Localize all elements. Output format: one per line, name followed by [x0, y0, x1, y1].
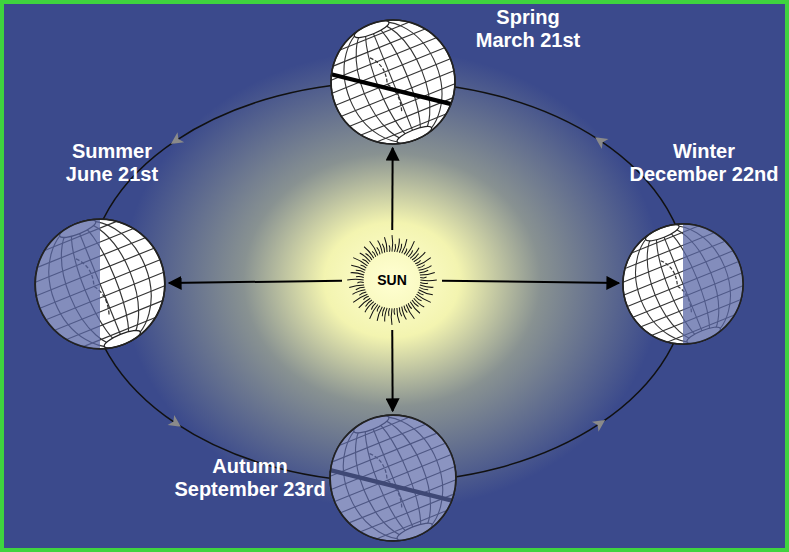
sun-ray-arrow [442, 281, 619, 283]
sun-ray-arrow [169, 281, 342, 283]
season-date: June 21st [66, 163, 158, 186]
season-label: SpringMarch 21st [476, 6, 581, 52]
season-name: Summer [66, 140, 158, 163]
season-date: March 21st [476, 29, 581, 52]
earth-globe: AutumnSeptember 23rd [327, 412, 459, 544]
orbit-arrowhead [168, 415, 185, 432]
season-name: Autumn [174, 455, 325, 478]
earth-globe: WinterDecember 22nd [620, 221, 746, 347]
orbit-arrowhead [592, 132, 609, 149]
earth-globe: SpringMarch 21st [328, 17, 458, 147]
sun-circle: SUN [344, 232, 440, 328]
season-label: AutumnSeptember 23rd [174, 455, 325, 501]
season-label: WinterDecember 22nd [630, 140, 779, 186]
season-name: Winter [630, 140, 779, 163]
sun-text: SUN [377, 272, 407, 288]
globe-drawing [328, 17, 458, 147]
orbit-arrowhead [592, 415, 609, 432]
sun-label: SUN [377, 272, 407, 288]
globe-drawing [620, 221, 746, 347]
season-name: Spring [476, 6, 581, 29]
globe-drawing [327, 412, 459, 544]
earth-globe: SummerJune 21st [32, 216, 168, 352]
globe-drawing [32, 216, 168, 352]
sun-ray-arrow [391, 330, 393, 411]
sun-ray-arrow [391, 148, 393, 230]
season-label: SummerJune 21st [66, 140, 158, 186]
orbit-arrowhead [168, 132, 185, 149]
season-date: September 23rd [174, 478, 325, 501]
season-date: December 22nd [630, 163, 779, 186]
